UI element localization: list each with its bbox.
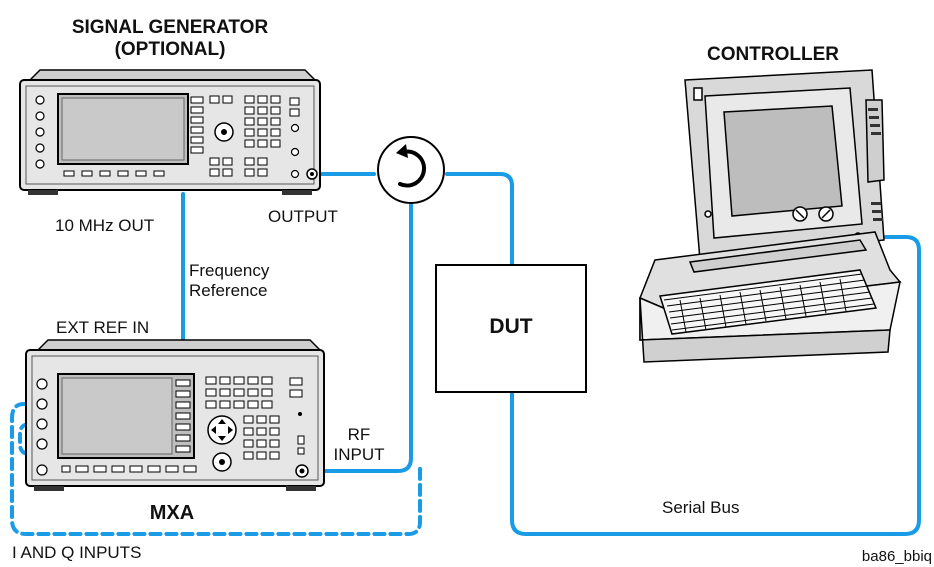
circulator-icon: [377, 136, 445, 204]
iq-inputs-label: I AND Q INPUTS: [12, 543, 141, 562]
ext-ref-in-label: EXT REF IN: [56, 318, 149, 337]
controller-title: CONTROLLER: [707, 44, 839, 65]
signal-generator-title: SIGNAL GENERATOR: [72, 17, 269, 38]
mxa-label: MXA: [150, 502, 194, 524]
ten-mhz-out-label: 10 MHz OUT: [55, 216, 154, 235]
dut-box: [435, 264, 587, 393]
frequency-reference-label-2: Reference: [189, 281, 267, 300]
laptop-controller-icon: [639, 69, 902, 363]
signal-generator-instrument: [19, 69, 321, 195]
rf-input-label-1: RF: [348, 425, 371, 444]
signal-generator-optional: (OPTIONAL): [115, 39, 226, 60]
cables: [10, 172, 921, 536]
iq-inputs-dashed-cable: [10, 402, 422, 536]
circulator-to-dut-cable: [445, 172, 514, 267]
dut-label: DUT: [489, 315, 532, 338]
rf-input-label-2: INPUT: [334, 445, 385, 464]
frequency-reference-label-1: Frequency: [189, 261, 270, 280]
serial-bus-cable: [510, 235, 921, 536]
diagram-labels: SIGNAL GENERATOR (OPTIONAL) CONTROLLER 1…: [12, 17, 932, 565]
figure-id-label: ba86_bbiq: [862, 548, 932, 565]
circulator-to-rf-input-cable: [304, 203, 413, 473]
serial-bus-label: Serial Bus: [662, 498, 739, 517]
output-label: OUTPUT: [268, 207, 338, 226]
mxa-analyzer-instrument: [25, 339, 325, 491]
